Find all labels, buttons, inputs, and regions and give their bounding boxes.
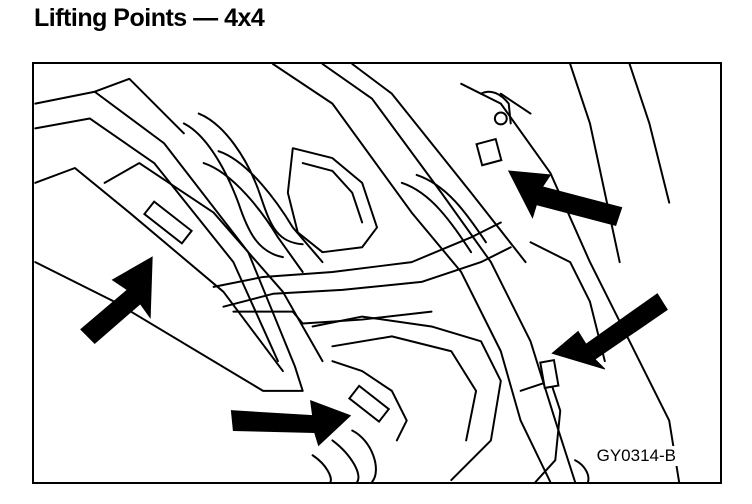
right-rail xyxy=(460,82,681,482)
arrow-rear-right-lift-point xyxy=(507,170,623,227)
page-title: Lifting Points — 4x4 xyxy=(34,4,265,32)
arrow-front-left-lift-point xyxy=(80,256,153,345)
front-wheel xyxy=(351,429,377,482)
body-side-panel-inner xyxy=(34,117,279,363)
lift-pad-rear-right xyxy=(475,137,503,167)
body-side-panel xyxy=(34,90,304,392)
underbody-drawing xyxy=(34,64,681,482)
lift-pad-rear-left xyxy=(539,359,560,390)
crossmember xyxy=(212,221,502,288)
oil-pan xyxy=(311,315,502,482)
arrow-rear-left-lift-point xyxy=(551,293,668,370)
transmission-housing xyxy=(286,147,378,254)
figure-code: GY0314-B xyxy=(594,446,678,466)
suspension-arm xyxy=(331,360,408,442)
arrow-front-right-lift-point xyxy=(230,400,352,447)
exhaust-pipe xyxy=(202,162,304,273)
drive-shaft xyxy=(182,122,284,259)
rocker-sill xyxy=(103,162,324,363)
frame-rail xyxy=(272,64,552,482)
lift-pad-front-left xyxy=(142,200,194,245)
underbody-illustration: GY0314-B xyxy=(32,62,722,484)
lift-pad-front-right xyxy=(347,384,391,423)
